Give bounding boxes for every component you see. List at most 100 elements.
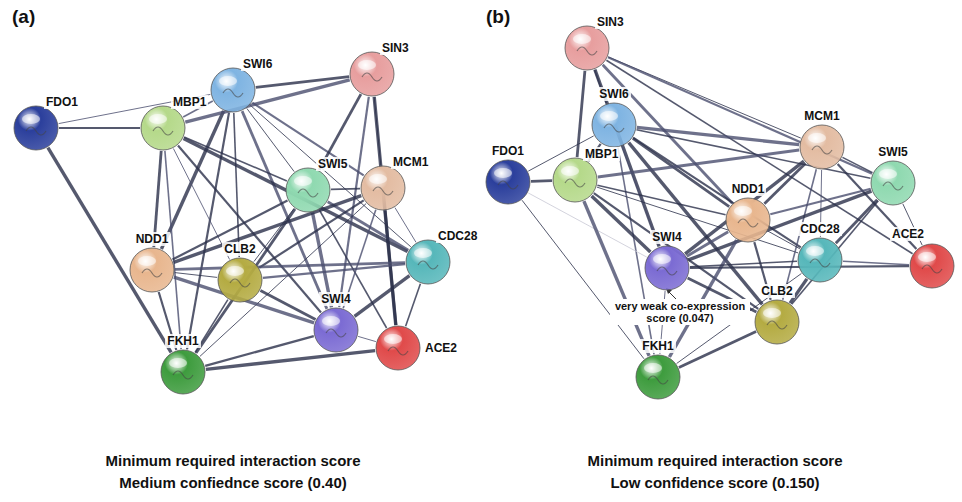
interaction-edge <box>836 200 877 244</box>
protein-node: SIN3 <box>564 25 610 71</box>
interaction-edge <box>254 208 294 261</box>
protein-node: MBP1 <box>552 157 598 203</box>
panel-label: (a) <box>12 6 35 28</box>
node-label: NDD1 <box>134 232 171 246</box>
interaction-edge <box>200 204 366 357</box>
node-sphere <box>754 299 800 345</box>
interaction-edge <box>792 201 879 305</box>
interaction-edge <box>184 137 287 181</box>
interaction-edge <box>184 138 408 251</box>
interaction-edge <box>173 149 229 260</box>
interaction-edge <box>687 232 728 257</box>
interaction-edge <box>531 179 552 182</box>
interaction-edge <box>374 97 396 325</box>
node-sphere <box>725 197 771 243</box>
protein-node: FKH1 <box>635 354 681 400</box>
node-label: SWI6 <box>241 57 274 71</box>
protein-node: MBP1 <box>140 105 186 151</box>
node-sphere <box>870 160 916 206</box>
protein-node: MCM1 <box>360 165 406 211</box>
interaction-edge <box>185 80 349 122</box>
node-sphere <box>799 124 845 170</box>
interaction-edge <box>637 127 799 144</box>
node-label: SWI4 <box>650 230 683 244</box>
interaction-edge <box>406 284 421 327</box>
interaction-edge <box>584 201 649 356</box>
node-sphere <box>140 105 186 151</box>
interaction-edge <box>175 273 217 278</box>
caption-line: Minimum required interaction score <box>13 452 453 469</box>
interaction-edge <box>690 261 797 267</box>
node-label: CLB2 <box>222 242 257 256</box>
interaction-edge <box>196 209 295 353</box>
protein-node: NDD1 <box>725 197 771 243</box>
protein-node: CLB2 <box>754 299 800 345</box>
caption-line: Medium confiednce score (0.40) <box>13 474 453 491</box>
interaction-edge <box>522 200 644 359</box>
caption-line: Minimum required interaction score <box>495 452 935 469</box>
node-sphere <box>635 354 681 400</box>
protein-node: SWI6 <box>591 102 637 148</box>
interaction-edge <box>260 291 315 320</box>
node-sphere <box>349 51 395 97</box>
protein-node: SWI6 <box>210 67 256 113</box>
interaction-edge <box>385 211 396 325</box>
node-sphere <box>797 237 843 283</box>
protein-node: MCM1 <box>799 124 845 170</box>
node-label: MBP1 <box>583 147 620 161</box>
interaction-edge <box>358 336 376 341</box>
interaction-edge <box>234 113 239 257</box>
node-label: SWI4 <box>319 292 352 306</box>
interaction-edge <box>598 150 799 177</box>
callout-note: very weak co-expression score (0.047) <box>610 299 750 325</box>
interaction-edge <box>173 201 288 260</box>
node-label: CDC28 <box>798 222 841 236</box>
interaction-edge <box>175 263 405 270</box>
node-sphere <box>285 167 331 213</box>
node-label: FDO1 <box>490 144 526 158</box>
node-label: FKH1 <box>640 339 675 353</box>
node-sphere <box>909 243 955 289</box>
interaction-edge <box>59 94 211 123</box>
interaction-edge <box>331 188 360 190</box>
interaction-edge <box>689 191 872 260</box>
interaction-edge <box>768 231 800 249</box>
interaction-edge <box>206 351 375 370</box>
node-label: NDD1 <box>730 182 767 196</box>
node-label: FKH1 <box>165 334 200 348</box>
interaction-edge <box>174 196 362 263</box>
node-label: MCM1 <box>802 109 841 123</box>
protein-node: CLB2 <box>217 257 263 303</box>
node-label: CLB2 <box>759 284 794 298</box>
node-label: CDC28 <box>436 229 479 243</box>
node-sphere <box>485 159 531 205</box>
node-sphere <box>405 239 451 285</box>
interaction-edge <box>843 261 909 265</box>
interaction-edge <box>205 336 314 366</box>
node-sphere <box>217 257 263 303</box>
node-sphere <box>591 102 637 148</box>
node-label: ACE2 <box>890 227 926 241</box>
node-label: FDO1 <box>44 95 80 109</box>
interaction-edge <box>606 60 912 253</box>
node-label: SIN3 <box>380 41 411 55</box>
interaction-edge <box>608 57 872 173</box>
caption-line: Low confidence score (0.150) <box>495 474 935 491</box>
node-sphere <box>375 325 421 371</box>
interaction-edge <box>764 163 805 204</box>
node-label: MBP1 <box>171 95 208 109</box>
panel-label: (b) <box>486 6 510 28</box>
node-sphere <box>644 245 690 291</box>
node-label: SWI5 <box>316 157 349 171</box>
interaction-edge <box>843 157 873 172</box>
node-sphere <box>552 157 598 203</box>
protein-node: SWI5 <box>870 160 916 206</box>
protein-node: CDC28 <box>797 237 843 283</box>
node-label: MCM1 <box>391 155 430 169</box>
node-label: SWI5 <box>876 145 909 159</box>
node-label: SIN3 <box>595 15 626 29</box>
protein-node: SWI4 <box>313 307 359 353</box>
protein-node: FDO1 <box>13 105 59 151</box>
interaction-edge <box>528 193 647 257</box>
interaction-edge <box>685 161 804 254</box>
